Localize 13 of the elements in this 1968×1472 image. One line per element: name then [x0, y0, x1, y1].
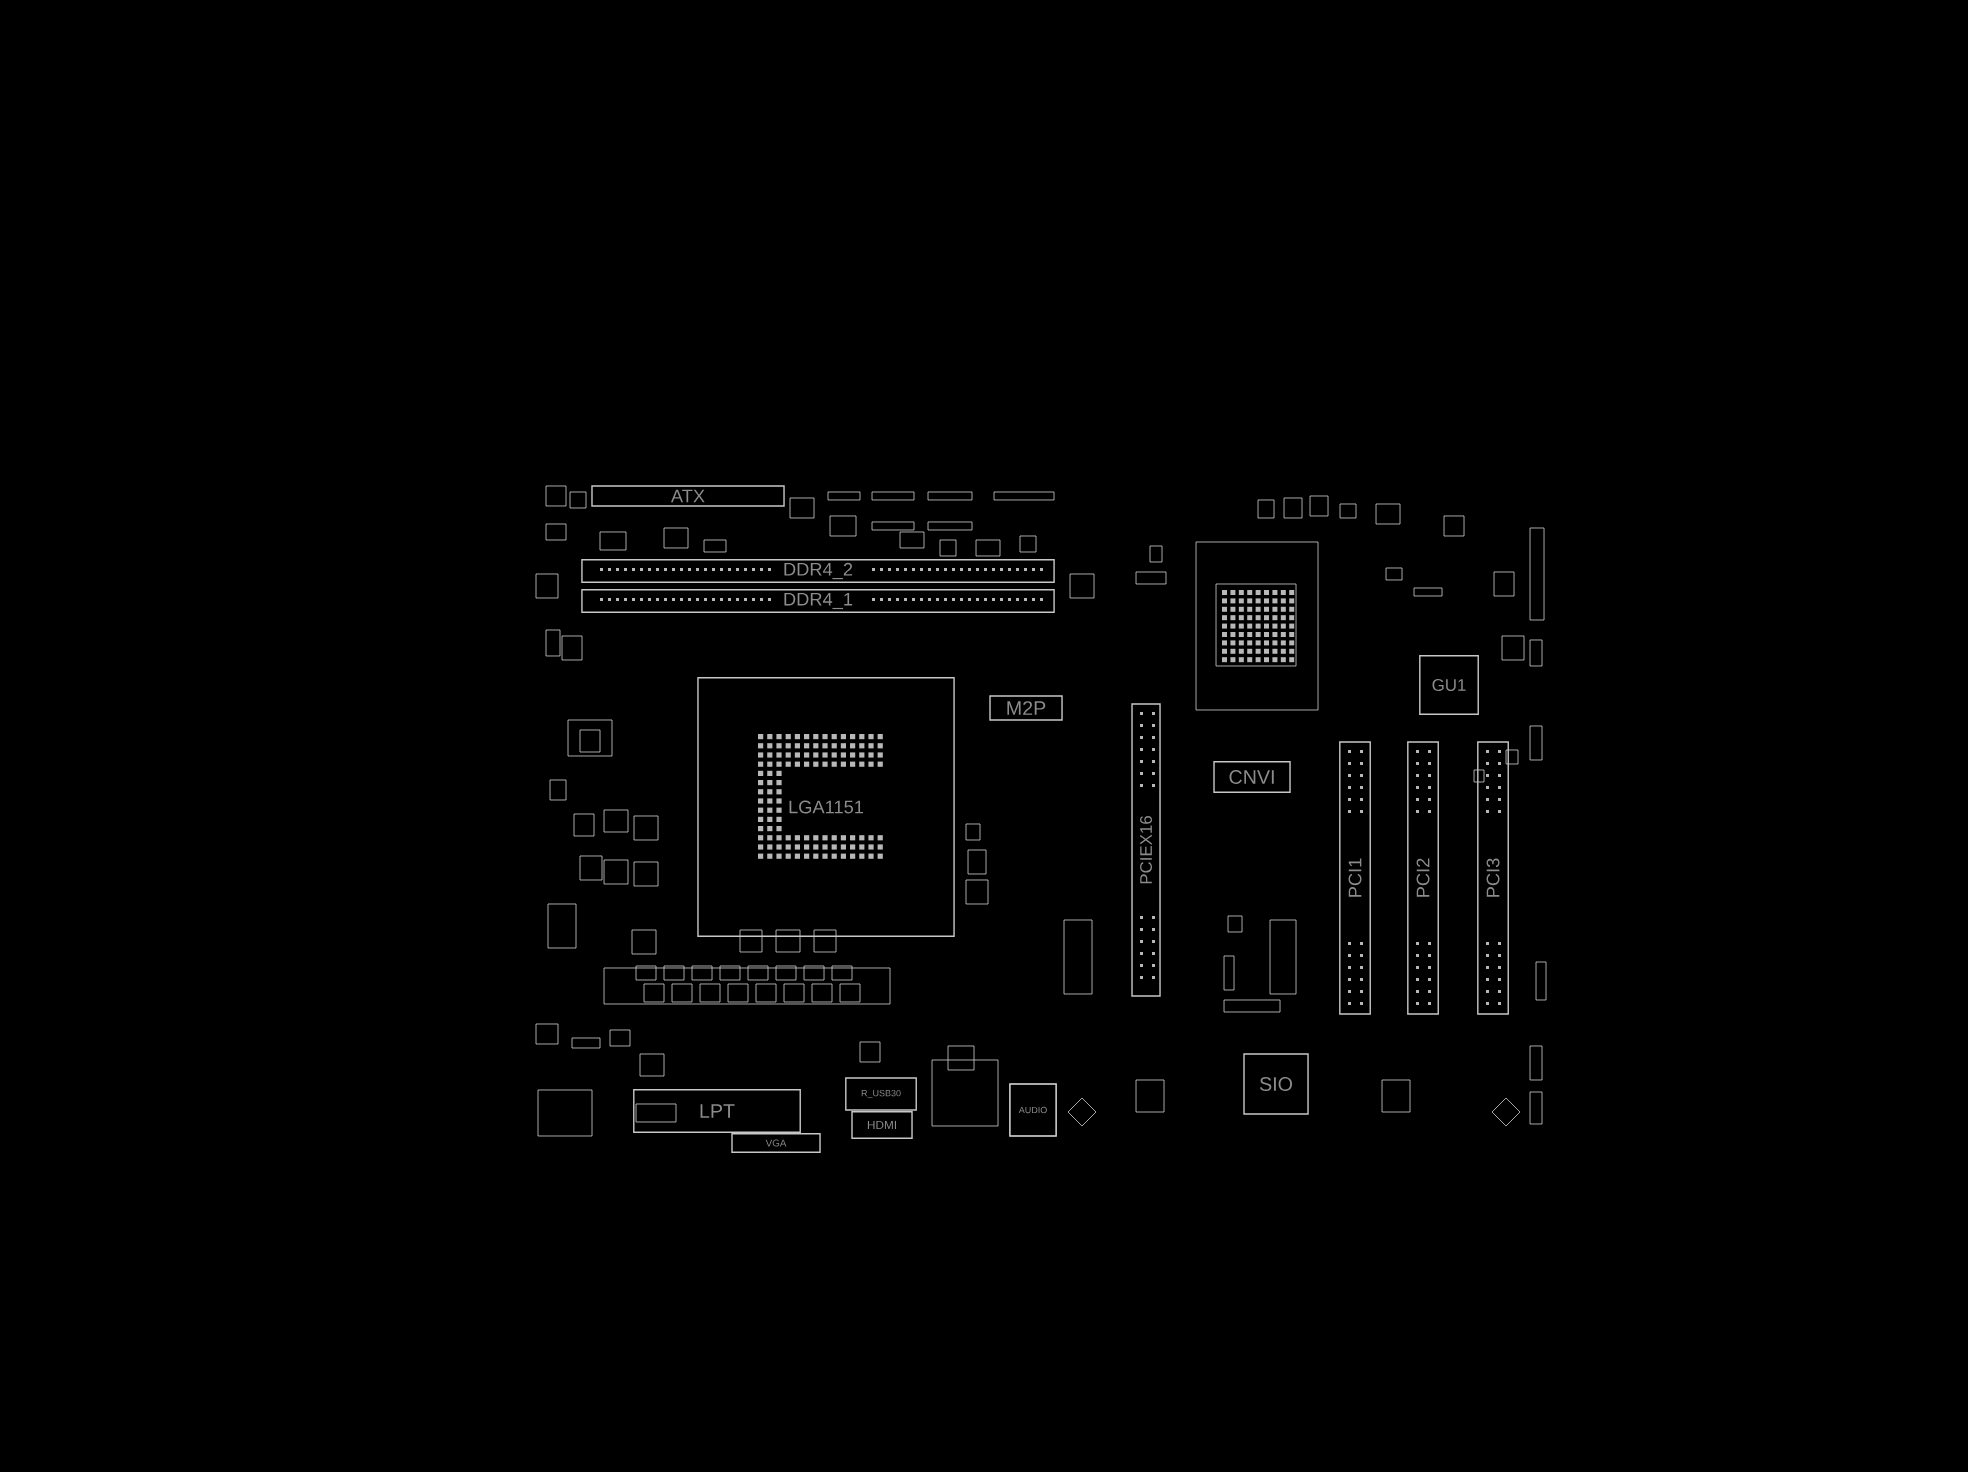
component-outline: PCI3 — [1477, 741, 1509, 1015]
component-outline: GU1 — [1419, 655, 1479, 715]
component-outline: M2P — [989, 695, 1063, 721]
component-outline: PCI2 — [1407, 741, 1439, 1015]
component-outline: CNVI — [1213, 761, 1291, 793]
component-outline: LPT — [633, 1089, 801, 1133]
component-outline: DDR4_2 — [581, 559, 1055, 583]
component-outline: SIO — [1243, 1053, 1309, 1115]
component-outline: DDR4_1 — [581, 589, 1055, 613]
component-outline: PCIEX16 — [1131, 703, 1161, 997]
socket-outline: LGA1151 — [697, 677, 955, 937]
component-outline: PCI1 — [1339, 741, 1371, 1015]
component-outline: ATX — [591, 485, 785, 507]
